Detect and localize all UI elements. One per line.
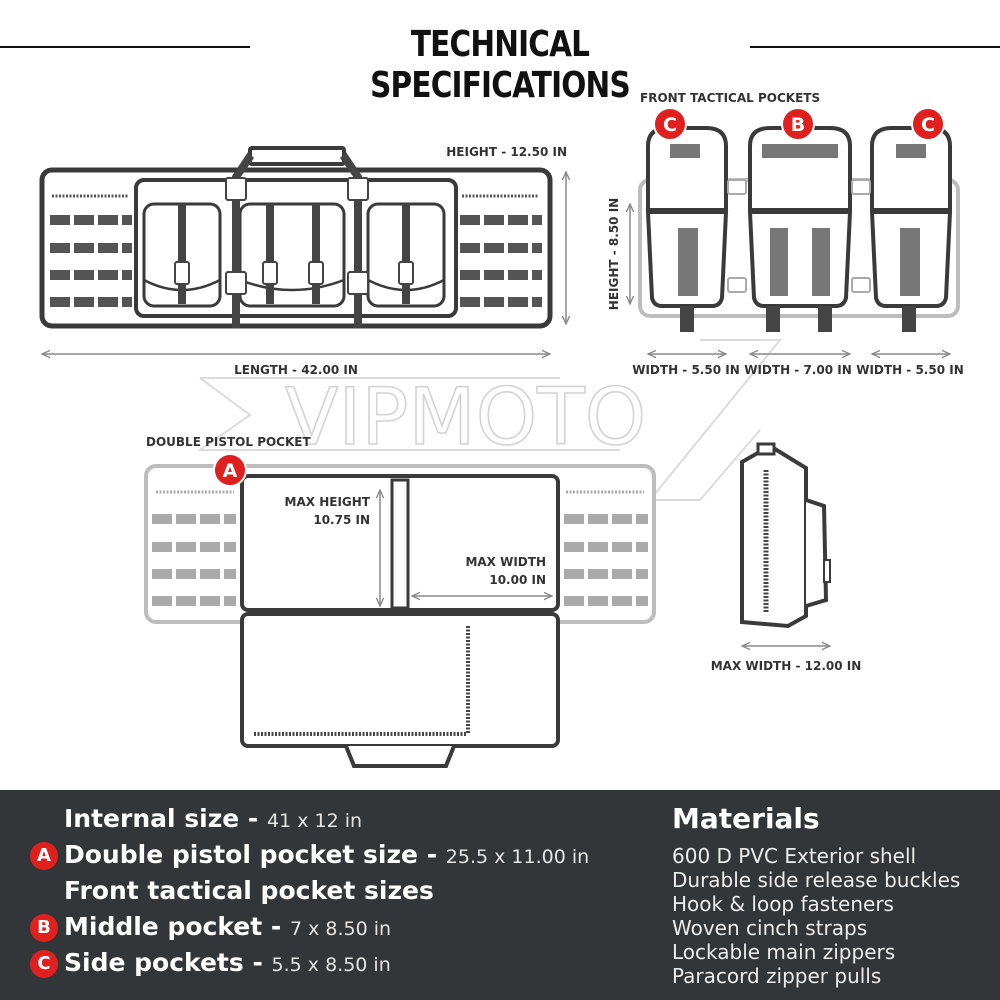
max-height-value: 10.75 IN bbox=[313, 513, 370, 527]
spec-value: 25.5 x 11.00 in bbox=[445, 846, 590, 868]
max-height-label: MAX HEIGHT bbox=[285, 495, 371, 509]
spec-value: 5.5 x 8.50 in bbox=[271, 954, 391, 976]
svg-text:C: C bbox=[663, 114, 677, 136]
pistol-pocket-flap bbox=[240, 612, 560, 748]
spec-value: 41 x 12 in bbox=[267, 810, 363, 832]
spec-label: Side pockets - bbox=[64, 948, 272, 977]
technical-diagram: VIPMOTO bbox=[39, 91, 964, 768]
svg-text:C: C bbox=[921, 114, 935, 136]
material-item: Hook & loop fasteners bbox=[672, 892, 894, 916]
materials-title: Materials bbox=[672, 802, 820, 835]
material-item: Lockable main zippers bbox=[672, 940, 896, 964]
main-case-drawing: HEIGHT - 12.50 IN LENGTH - 42.00 IN bbox=[39, 145, 567, 377]
case-height-label: HEIGHT - 12.50 IN bbox=[446, 145, 567, 159]
right-molle-panel bbox=[460, 194, 542, 307]
specs-panel: Internal size - 41 x 12 in A Double pist… bbox=[0, 790, 1000, 1000]
svg-text:B: B bbox=[791, 114, 805, 136]
svg-text:A: A bbox=[223, 460, 238, 482]
side-max-width-label: MAX WIDTH - 12.00 IN bbox=[711, 659, 862, 673]
spec-label: Front tactical pocket sizes bbox=[64, 876, 434, 905]
pocket-c-left-width: WIDTH - 5.50 IN bbox=[632, 363, 740, 377]
materials-list: 600 D PVC Exterior shell Durable side re… bbox=[672, 844, 960, 988]
material-item: Paracord zipper pulls bbox=[672, 964, 882, 988]
badge-c-right: C bbox=[911, 107, 945, 141]
pistol-pocket-drawing: DOUBLE PISTOL POCKET A MAX HEIGHT 10.75 … bbox=[144, 435, 656, 768]
material-item: Durable side release buckles bbox=[672, 868, 961, 892]
spec-side-pockets: C Side pockets - 5.5 x 8.50 in bbox=[30, 948, 391, 978]
page-title: TECHNICAL SPECIFICATIONS bbox=[370, 24, 631, 106]
spec-middle-pocket: B Middle pocket - 7 x 8.50 in bbox=[30, 912, 392, 942]
case-handle bbox=[248, 146, 346, 166]
spec-badge-c: C bbox=[30, 950, 58, 978]
material-item: Woven cinch straps bbox=[672, 916, 868, 940]
spec-value: 7 x 8.50 in bbox=[290, 918, 392, 940]
spec-label: Middle pocket - bbox=[64, 912, 291, 941]
left-molle-panel bbox=[50, 194, 132, 307]
material-item: 600 D PVC Exterior shell bbox=[672, 844, 917, 868]
badge-b-middle: B bbox=[781, 107, 815, 141]
pocket-b-middle bbox=[747, 126, 853, 332]
title-rule-right bbox=[750, 46, 1000, 48]
pocket-c-right-width: WIDTH - 5.50 IN bbox=[856, 363, 964, 377]
spec-badge-a: A bbox=[30, 842, 58, 870]
case-length-label: LENGTH - 42.00 IN bbox=[234, 363, 358, 377]
spec-front-pockets: Front tactical pocket sizes bbox=[64, 876, 434, 905]
spec-pistol-pocket: A Double pistol pocket size - 25.5 x 11.… bbox=[30, 840, 590, 870]
front-pockets-section-label: FRONT TACTICAL POCKETS bbox=[640, 91, 820, 105]
watermark-text: VIPMOTO bbox=[285, 373, 646, 463]
spec-badge-b: B bbox=[30, 914, 58, 942]
pocket-c-left bbox=[645, 126, 729, 332]
pistol-pocket-section-label: DOUBLE PISTOL POCKET bbox=[146, 435, 311, 449]
max-width-value: 10.00 IN bbox=[489, 573, 546, 587]
badge-c-left: C bbox=[653, 107, 687, 141]
title-bar: TECHNICAL SPECIFICATIONS bbox=[0, 18, 1000, 106]
spec-label: Internal size - bbox=[64, 804, 268, 833]
spec-label: Double pistol pocket size - bbox=[64, 840, 446, 869]
vipmoto-watermark: VIPMOTO bbox=[196, 339, 783, 501]
front-pockets-drawing: FRONT TACTICAL POCKETS bbox=[607, 91, 964, 377]
pocket-b-width: WIDTH - 7.00 IN bbox=[744, 363, 852, 377]
side-view-drawing: MAX WIDTH - 12.00 IN bbox=[711, 442, 862, 673]
spec-internal-size: Internal size - 41 x 12 in bbox=[64, 804, 362, 833]
pocket-c-right bbox=[869, 126, 953, 332]
pockets-height-label: HEIGHT - 8.50 IN bbox=[607, 198, 621, 310]
max-width-label: MAX WIDTH bbox=[465, 555, 546, 569]
title-rule-left bbox=[0, 46, 250, 48]
badge-a: A bbox=[213, 453, 247, 487]
